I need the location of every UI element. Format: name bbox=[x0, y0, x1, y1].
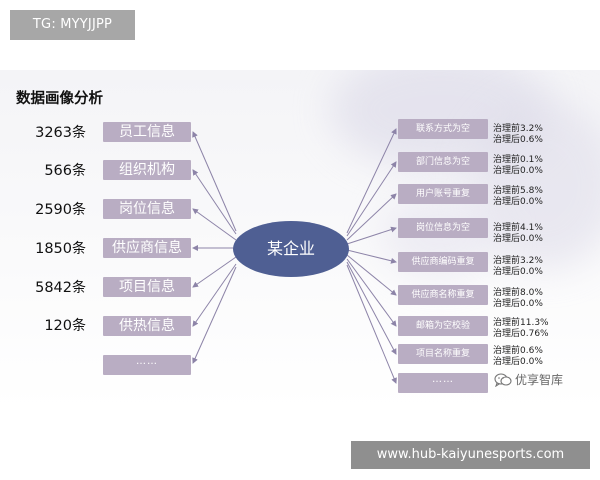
node-supplier-name-duplicate: 供应商名称重复 bbox=[398, 285, 488, 305]
rate-after: 治理后0.0% bbox=[493, 357, 543, 367]
wechat-watermark: 优享智库 bbox=[494, 371, 563, 388]
arrow-right-3 bbox=[346, 193, 397, 241]
rate-after: 治理后0.6% bbox=[493, 135, 543, 145]
node-position-empty: 岗位信息为空 bbox=[398, 218, 488, 238]
count-unit: 条 bbox=[72, 125, 86, 141]
node-more-left: …… bbox=[103, 355, 191, 375]
rate-after: 治理后0.0% bbox=[493, 166, 543, 176]
node-position-info: 岗位信息 bbox=[103, 199, 191, 219]
node-supplier-info: 供应商信息 bbox=[103, 238, 191, 258]
arrow-right-4 bbox=[346, 226, 397, 245]
header-tag: TG: MYYJJPP bbox=[10, 10, 135, 40]
rate-before: 治理前3.2% bbox=[493, 124, 543, 134]
arrow-left-5 bbox=[192, 256, 237, 288]
count-heating-info: 120条 bbox=[4, 315, 86, 335]
arrow-right-2 bbox=[346, 161, 397, 237]
arrow-left-1 bbox=[192, 131, 237, 232]
count-value: 120 bbox=[44, 318, 72, 334]
rate-position-empty: 治理前4.1%治理后0.0% bbox=[493, 223, 543, 245]
arrow-left-3 bbox=[192, 208, 237, 241]
count-unit: 条 bbox=[72, 318, 86, 334]
rate-before: 治理前11.3% bbox=[493, 318, 549, 328]
rate-department-empty: 治理前0.1%治理后0.0% bbox=[493, 155, 543, 177]
count-unit: 条 bbox=[72, 241, 86, 257]
rate-before: 治理前4.1% bbox=[493, 223, 543, 233]
slide-panel bbox=[0, 70, 600, 410]
arrow-right-9 bbox=[346, 264, 397, 384]
rate-after: 治理后0.0% bbox=[493, 299, 543, 309]
arrow-right-8 bbox=[346, 261, 397, 355]
watermark-text: 优享智库 bbox=[515, 373, 564, 387]
wechat-icon bbox=[494, 372, 512, 387]
rate-supplier-code-duplicate: 治理前3.2%治理后0.0% bbox=[493, 256, 543, 278]
count-value: 566 bbox=[44, 163, 72, 179]
node-more-right: …… bbox=[398, 373, 488, 393]
node-project-name-duplicate: 项目名称重复 bbox=[398, 344, 488, 364]
arrow-left-7 bbox=[192, 266, 237, 364]
node-account-duplicate: 用户账号重复 bbox=[398, 184, 488, 204]
rate-after: 治理后0.0% bbox=[493, 267, 543, 277]
node-employee-info: 员工信息 bbox=[103, 122, 191, 142]
rate-project-name-duplicate: 治理前0.6%治理后0.0% bbox=[493, 346, 543, 368]
rate-account-duplicate: 治理前5.8%治理后0.0% bbox=[493, 186, 543, 208]
node-department-empty: 部门信息为空 bbox=[398, 152, 488, 172]
count-value: 3263 bbox=[35, 125, 72, 141]
count-unit: 条 bbox=[72, 280, 86, 296]
node-email-empty-check: 邮箱为空校验 bbox=[398, 316, 488, 336]
slide-title: 数据画像分析 bbox=[16, 91, 103, 107]
rate-before: 治理前3.2% bbox=[493, 256, 543, 266]
rate-after: 治理后0.76% bbox=[493, 329, 549, 339]
count-value: 2590 bbox=[35, 202, 72, 218]
rate-supplier-name-duplicate: 治理前8.0%治理后0.0% bbox=[493, 288, 543, 310]
count-unit: 条 bbox=[72, 163, 86, 179]
count-project-info: 5842条 bbox=[4, 277, 86, 297]
center-node-enterprise: 某企业 bbox=[233, 221, 349, 277]
arrow-left-2 bbox=[192, 169, 237, 235]
rate-before: 治理前0.6% bbox=[493, 346, 543, 356]
count-position-info: 2590条 bbox=[4, 199, 86, 219]
count-value: 1850 bbox=[35, 241, 72, 257]
arrow-right-7 bbox=[346, 258, 397, 327]
arrow-right-1 bbox=[346, 128, 397, 234]
arrow-right-6 bbox=[346, 254, 397, 296]
rate-before: 治理前5.8% bbox=[493, 186, 543, 196]
node-organization: 组织机构 bbox=[103, 160, 191, 180]
count-employee-info: 3263条 bbox=[4, 122, 86, 142]
rate-before: 治理前0.1% bbox=[493, 155, 543, 165]
footer-url-banner: www.hub-kaiyunesports.com bbox=[351, 441, 590, 469]
rate-after: 治理后0.0% bbox=[493, 197, 543, 207]
node-contact-empty: 联系方式为空 bbox=[398, 119, 488, 139]
node-supplier-code-duplicate: 供应商编码重复 bbox=[398, 252, 488, 272]
rate-contact-empty: 治理前3.2%治理后0.6% bbox=[493, 124, 543, 146]
rate-after: 治理后0.0% bbox=[493, 234, 543, 244]
count-organization: 566条 bbox=[4, 160, 86, 180]
rate-before: 治理前8.0% bbox=[493, 288, 543, 298]
arrow-left-6 bbox=[192, 263, 237, 327]
count-value: 5842 bbox=[35, 280, 72, 296]
arrow-right-5 bbox=[346, 249, 397, 264]
node-project-info: 项目信息 bbox=[103, 277, 191, 297]
rate-email-empty-check: 治理前11.3%治理后0.76% bbox=[493, 318, 549, 340]
count-supplier-info: 1850条 bbox=[4, 238, 86, 258]
count-unit: 条 bbox=[72, 202, 86, 218]
node-heating-info: 供热信息 bbox=[103, 316, 191, 336]
